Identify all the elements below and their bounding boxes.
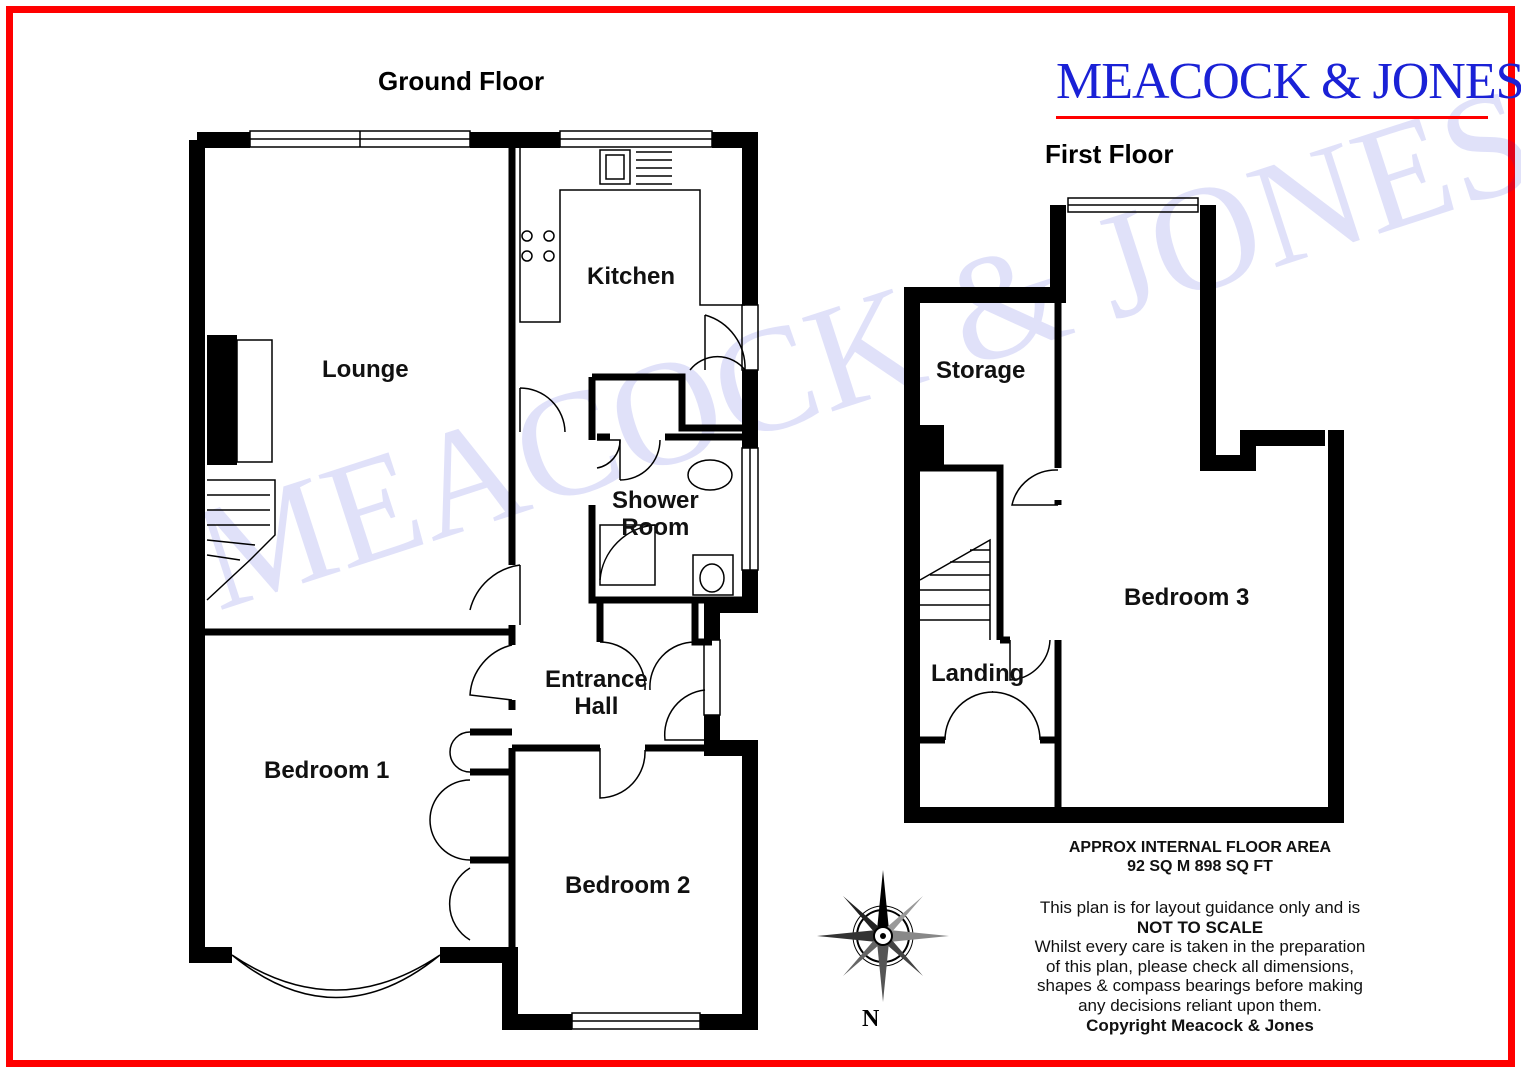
- first-floor-title: First Floor: [1045, 139, 1174, 169]
- disclaimer-line: of this plan, please check all dimension…: [1045, 956, 1355, 976]
- compass-rose-icon: [817, 870, 949, 1002]
- brand-logo: MEACOCK & JONES: [1052, 46, 1521, 120]
- room-label-bedroom-1: Bedroom 1: [264, 757, 390, 784]
- kitchen-counters: [519, 148, 745, 323]
- not-to-scale-notice: NOT TO SCALE: [1136, 917, 1264, 937]
- logo-underline: [1056, 116, 1488, 119]
- copyright-notice: Copyright Meacock & Jones: [1086, 1015, 1314, 1035]
- disclaimer-block: This plan is for layout guidance only an…: [1010, 898, 1390, 1035]
- area-heading: APPROX INTERNAL FLOOR AREA: [1068, 839, 1332, 856]
- north-label: N: [862, 1006, 880, 1032]
- room-label-bedroom-3: Bedroom 3: [1124, 584, 1250, 611]
- floor-area-block: APPROX INTERNAL FLOOR AREA 92 SQ M 898 S…: [1040, 838, 1360, 876]
- disclaimer-line: any decisions reliant upon them.: [1078, 995, 1322, 1015]
- room-label-storage: Storage: [936, 357, 1026, 384]
- room-label-kitchen: Kitchen: [587, 263, 676, 290]
- room-label-lounge: Lounge: [322, 356, 409, 383]
- page-border: [6, 6, 1515, 1067]
- logo-text: MEACOCK & JONES: [1056, 53, 1521, 110]
- area-value: 92 SQ M 898 SQ FT: [1127, 858, 1273, 875]
- disclaimer-line: This plan is for layout guidance only an…: [1039, 898, 1361, 917]
- room-label-entrance-hall: Entrance Hall: [545, 666, 648, 720]
- ground-floor-title: Ground Floor: [378, 66, 545, 96]
- shower-fixtures: [599, 459, 734, 596]
- door-swings: [429, 314, 746, 941]
- room-label-bedroom-2: Bedroom 2: [565, 872, 691, 899]
- first-floor-interior-walls: [920, 295, 1062, 810]
- first-floor-walls: [904, 205, 1344, 823]
- ground-stairs: [206, 479, 276, 601]
- fireplace: [207, 335, 237, 465]
- ground-floor-interior-walls: [200, 140, 745, 955]
- windows: [231, 130, 759, 1030]
- disclaimer-line: shapes & compass bearings before making: [1036, 976, 1363, 996]
- first-floor-details: [919, 197, 1325, 741]
- disclaimer-line: Whilst every care is taken in the prepar…: [1034, 937, 1366, 957]
- room-label-shower-room: Shower Room: [612, 487, 699, 541]
- room-label-landing: Landing: [931, 660, 1025, 687]
